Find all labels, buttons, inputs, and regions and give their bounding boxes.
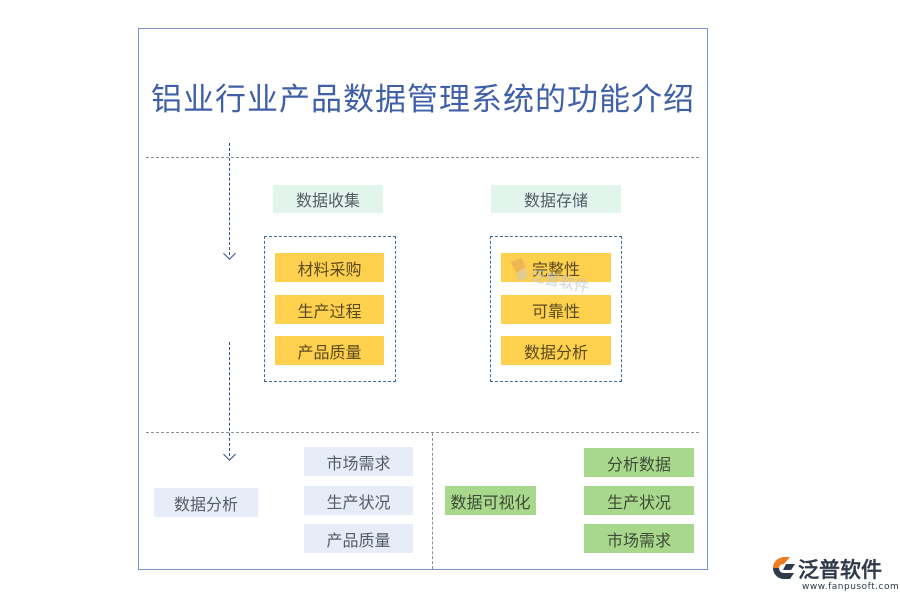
top-divider — [146, 157, 699, 158]
visualization-item: 生产状况 — [584, 486, 694, 515]
storage-group — [490, 236, 622, 382]
brand-logo-icon — [773, 557, 795, 579]
analysis-item: 生产状况 — [304, 486, 413, 515]
bottom-vertical-divider — [432, 433, 433, 569]
collection-item: 产品质量 — [275, 336, 384, 365]
flow-arrow-line-bottom — [229, 342, 230, 456]
visualization-item: 分析数据 — [584, 448, 694, 477]
storage-item: 数据分析 — [501, 336, 611, 365]
storage-header: 数据存储 — [491, 185, 621, 213]
visualization-header: 数据可视化 — [445, 486, 536, 515]
middle-divider — [146, 432, 699, 433]
analysis-header: 数据分析 — [154, 488, 258, 517]
analysis-item: 产品质量 — [304, 524, 413, 553]
storage-item: 可靠性 — [501, 295, 611, 324]
diagram-frame — [138, 28, 708, 570]
brand-logo: 泛普软件 www.fanpusoft.com — [768, 550, 899, 595]
analysis-item: 市场需求 — [304, 447, 413, 476]
collection-header: 数据收集 — [273, 185, 383, 213]
diagram-title: 铝业行业产品数据管理系统的功能介绍 — [151, 82, 695, 118]
brand-name: 泛普软件 — [798, 558, 882, 582]
brand-url: www.fanpusoft.com — [802, 582, 900, 592]
storage-item: 完整性 — [501, 253, 611, 282]
collection-item: 生产过程 — [275, 295, 384, 324]
visualization-item: 市场需求 — [584, 524, 694, 553]
collection-item: 材料采购 — [275, 253, 384, 282]
flow-arrow-line-top — [229, 143, 230, 255]
collection-group — [264, 236, 396, 382]
